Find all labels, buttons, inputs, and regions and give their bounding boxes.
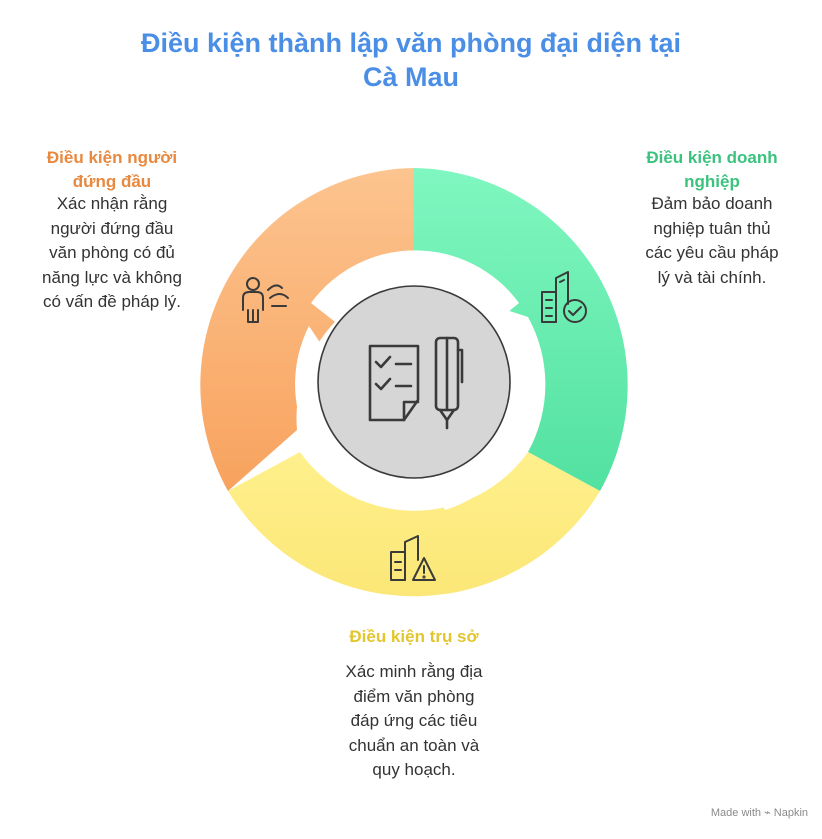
office-heading: Điều kiện trụ sở	[314, 625, 514, 649]
checklist-pen-icon	[368, 336, 464, 430]
center-circle	[317, 285, 511, 479]
page-title: Điều kiện thành lập văn phòng đại diện t…	[0, 26, 822, 94]
segment-office	[228, 452, 600, 597]
inner-ring	[311, 250, 519, 325]
office-line-4: chuẩn an toàn và	[348, 735, 480, 755]
enterprise-line-3: các yêu cầu pháp	[645, 243, 779, 262]
enterprise-description: Đảm bảo doanh nghiệp tuân thủ các yêu cầ…	[622, 192, 802, 290]
enterprise-line-2: nghiệp tuân thủ	[653, 218, 771, 238]
leader-line-3: văn phòng có đủ	[49, 243, 175, 262]
leader-line-4: năng lực và không	[42, 267, 182, 287]
enterprise-heading-line-2: nghiệp	[684, 172, 740, 191]
leader-line-2: người đứng đầu	[50, 218, 174, 238]
enterprise-heading-line-1: Điều kiện doanh	[646, 148, 778, 167]
office-line-2: điểm văn phòng	[353, 686, 475, 706]
enterprise-line-4: lý và tài chính.	[657, 267, 767, 287]
office-line-5: quy hoạch.	[372, 760, 456, 779]
inner-ring-left	[295, 326, 397, 509]
building-warning-icon	[390, 535, 436, 581]
office-heading-line-1: Điều kiện trụ sở	[349, 627, 479, 646]
leader-heading-line-1: Điều kiện người	[46, 148, 178, 167]
leader-heading: Điều kiện người đứng đầu	[22, 146, 202, 194]
title-line-2: Cà Mau	[362, 62, 460, 92]
napkin-watermark: Made with ⌁ Napkin	[710, 807, 808, 819]
office-description: Xác minh rằng địa điểm văn phòng đáp ứng…	[314, 660, 514, 783]
leader-line-5: có vấn đề pháp lý.	[43, 292, 181, 311]
enterprise-heading: Điều kiện doanh nghiệp	[622, 146, 802, 194]
office-line-1: Xác minh rằng địa	[345, 662, 483, 681]
segment-leader	[200, 168, 414, 491]
leader-line-1: Xác nhận rằng	[56, 194, 168, 213]
leader-description: Xác nhận rằng người đứng đầu văn phòng c…	[22, 192, 202, 315]
building-check-icon	[541, 271, 587, 323]
person-speaking-icon	[242, 277, 289, 323]
office-line-3: đáp ứng các tiêu	[350, 711, 478, 730]
title-line-1: Điều kiện thành lập văn phòng đại diện t…	[140, 28, 682, 58]
enterprise-line-1: Đảm bảo doanh	[651, 194, 773, 213]
leader-heading-line-2: đứng đầu	[72, 172, 152, 191]
segment-enterprise	[414, 168, 628, 491]
